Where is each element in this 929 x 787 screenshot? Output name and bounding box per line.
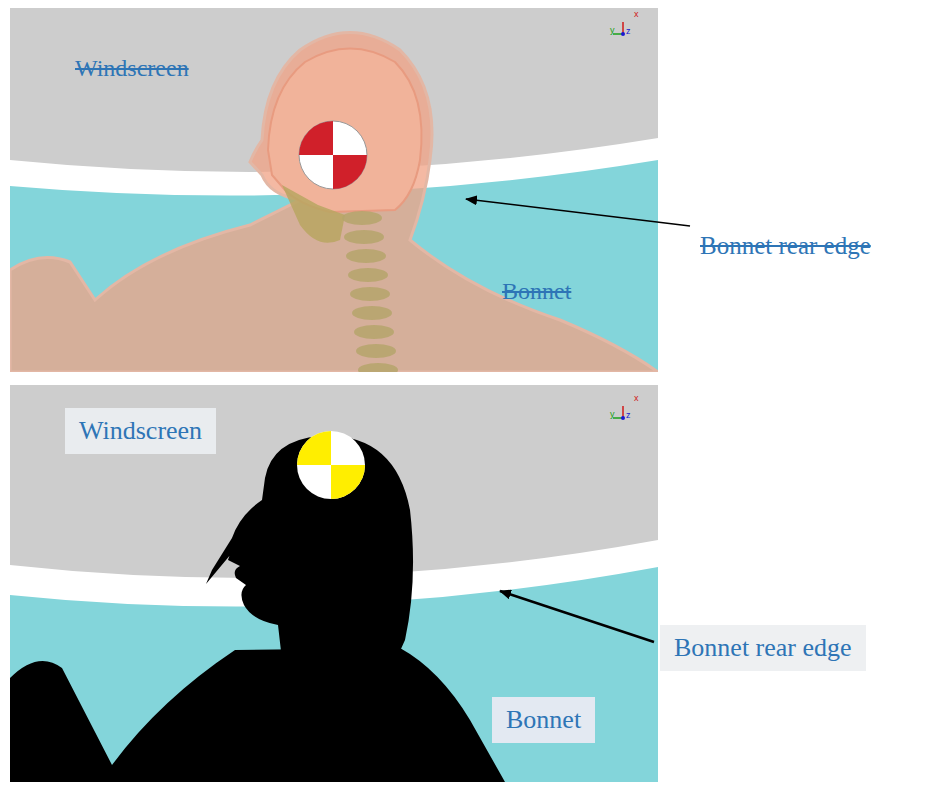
label-box: Bonnet: [492, 697, 595, 743]
label-box: Windscreen: [65, 408, 216, 454]
axis-letter: z: [626, 27, 631, 36]
axis-letter: x: [634, 10, 639, 19]
struck-label: Bonnet rear edge: [700, 232, 871, 261]
axis-letter: z: [626, 411, 631, 420]
struck-label: Bonnet: [502, 278, 571, 306]
axis-letter: y: [610, 410, 615, 419]
render-bottom: [10, 385, 658, 782]
struck-label: Windscreen: [75, 55, 189, 83]
axis-letter: y: [610, 26, 615, 35]
leader-line: [500, 591, 654, 642]
label-text: Bonnet rear edge: [674, 633, 852, 663]
render-top: [10, 8, 658, 372]
axis-letter: x: [634, 394, 639, 403]
label-text: Windscreen: [79, 416, 202, 446]
label-box: Bonnet rear edge: [660, 625, 866, 671]
label-text: Bonnet: [506, 705, 581, 735]
leader-line: [466, 199, 690, 226]
